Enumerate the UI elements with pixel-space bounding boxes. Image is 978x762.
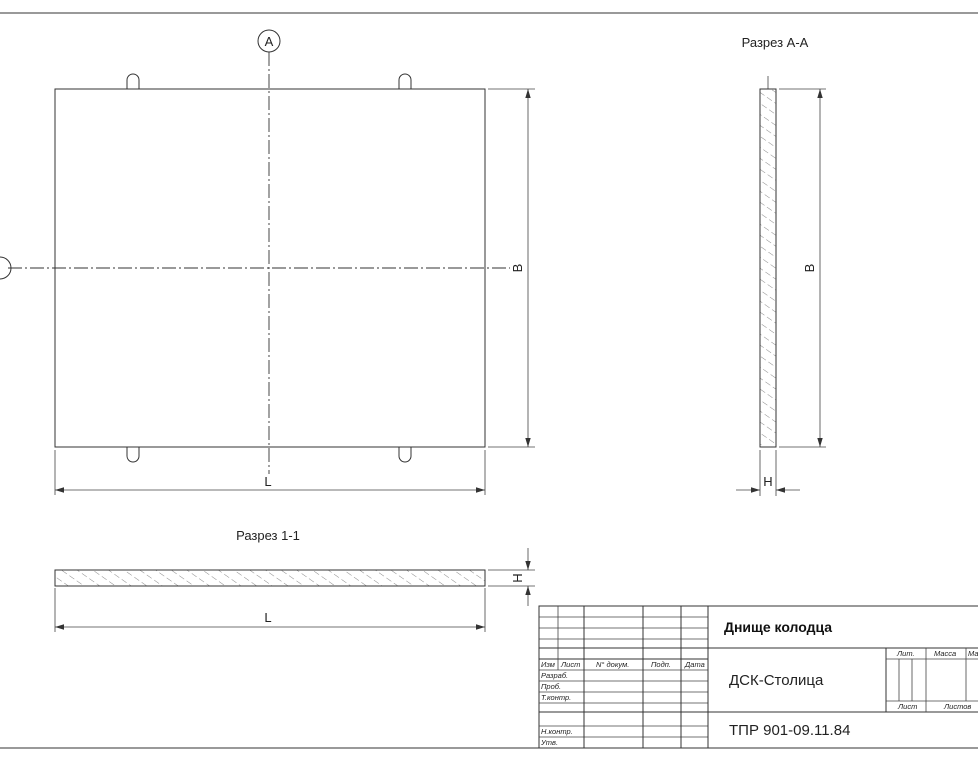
tb-lit: Лит.	[896, 649, 915, 658]
tb-col-list: Лист	[560, 660, 580, 669]
sheet-frame	[0, 12, 978, 749]
section-marker-1-circle	[0, 256, 12, 280]
section-11-hatched-slab	[54, 569, 486, 587]
lifting-loop-bottom-right	[398, 447, 412, 463]
tb-sheets: Листов	[943, 702, 971, 711]
section-aa-dimension-label-h: H	[763, 474, 772, 489]
tb-col-doc: N° докум.	[596, 660, 629, 669]
tb-drawing-name: Днище колодца	[724, 619, 832, 635]
tb-row-nkontr: Н.контр.	[541, 727, 573, 736]
tb-col-date: Дата	[684, 660, 705, 669]
tb-sheet: Лист	[897, 702, 917, 711]
section-11-dimension-label-l: L	[264, 610, 271, 625]
tb-document-code: ТПР 901-09.11.84	[729, 722, 850, 739]
plan-view: A L B	[0, 29, 535, 495]
tb-scale: Ма	[968, 649, 978, 658]
tb-row-utv: Утв.	[540, 738, 558, 747]
tb-col-izm: Изм	[541, 660, 555, 669]
lifting-loop-top-right	[398, 73, 412, 89]
tb-organization: ДСК-Столица	[729, 672, 824, 689]
tb-row-razrab: Разраб.	[541, 671, 568, 680]
section-11-title: Разрез 1-1	[236, 528, 300, 543]
lifting-loop-top-left	[126, 73, 140, 89]
section-marker-a-circle	[257, 29, 281, 53]
dimension-label-l: L	[264, 474, 271, 489]
section-aa-hatched-slab	[759, 88, 777, 448]
dimension-label-b: B	[510, 264, 525, 273]
tb-col-sign: Подп.	[651, 660, 671, 669]
section-aa-dimension-label-b: В	[802, 264, 817, 273]
section-aa-view: Разрез А-А В H	[736, 35, 826, 496]
tb-row-prov: Проб.	[541, 682, 561, 691]
title-block: Изм Лист N° докум. Подп. Дата Разраб. Пр…	[538, 605, 978, 749]
tb-mass: Масса	[934, 649, 956, 658]
tb-row-tkontr: Т.контр.	[541, 693, 571, 702]
lifting-loop-bottom-left	[126, 447, 140, 463]
section-marker-a-label: A	[265, 34, 274, 49]
section-11-dimension-label-h: H	[510, 573, 525, 582]
section-aa-title: Разрез А-А	[742, 35, 809, 50]
section-11-view: Разрез 1-1 H L	[54, 528, 535, 632]
